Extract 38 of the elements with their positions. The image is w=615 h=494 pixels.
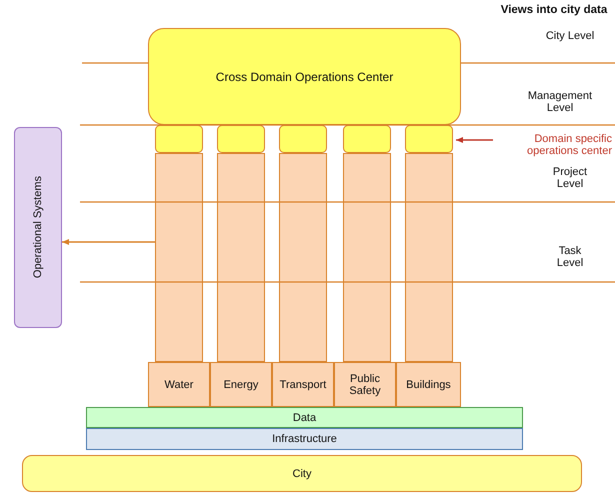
- layer-box: [86, 428, 523, 450]
- layer-box: [86, 407, 523, 428]
- operations-center-box: [217, 125, 265, 153]
- box-label: Operational Systems: [32, 176, 44, 279]
- domain-pillar: [155, 153, 203, 362]
- box-label: Transport: [280, 378, 326, 390]
- box-label: Public Safety: [348, 372, 382, 396]
- level-label: Management Level: [526, 90, 594, 114]
- arrow: [62, 239, 155, 245]
- level-label: Project Level: [552, 166, 588, 190]
- systems-box: [14, 127, 62, 328]
- domain-box: [272, 362, 334, 407]
- domain-box: [148, 362, 210, 407]
- arrow: [456, 137, 493, 143]
- box-label: Buildings: [406, 378, 451, 390]
- level-label: City Level: [545, 30, 595, 42]
- heading: Views into city data: [500, 4, 608, 16]
- city-box: [22, 455, 582, 492]
- operations-center-box: [343, 125, 391, 153]
- box-label: City: [292, 468, 312, 480]
- domain-box: [396, 362, 461, 407]
- box-label: Infrastructure: [272, 433, 337, 445]
- box-label: Cross Domain Operations Center: [216, 70, 394, 84]
- callout-text: Domain specific operations center: [526, 133, 612, 157]
- domain-pillar: [279, 153, 327, 362]
- domain-pillar: [405, 153, 453, 362]
- box-label: Data: [292, 412, 316, 424]
- level-label: Task Level: [556, 245, 584, 269]
- operations-center-box: [155, 125, 203, 153]
- domain-box: [210, 362, 272, 407]
- operations-center-box: [148, 28, 461, 125]
- domain-box: [334, 362, 396, 407]
- operations-center-box: [405, 125, 453, 153]
- box-label: Water: [164, 378, 194, 390]
- domain-pillar: [343, 153, 391, 362]
- domain-pillar: [217, 153, 265, 362]
- operations-center-box: [279, 125, 327, 153]
- box-label: Energy: [224, 378, 258, 390]
